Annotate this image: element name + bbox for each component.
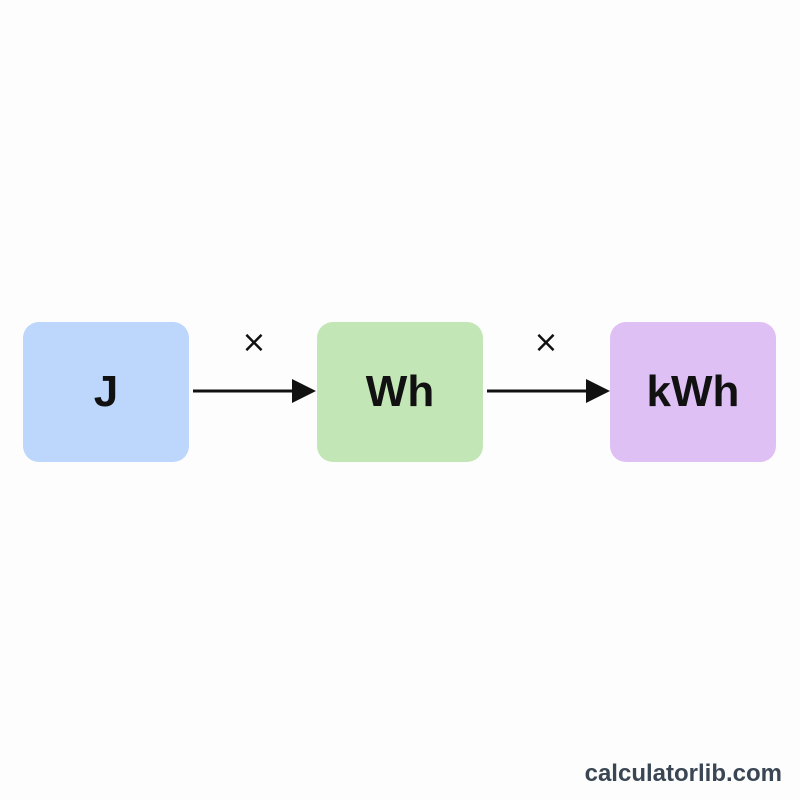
unit-label-kwh: kWh [646,367,740,416]
multiply-operator-2: × [533,325,559,360]
unit-node-wh: Wh [317,322,483,462]
unit-label-wh: Wh [365,367,435,416]
arrow-j-to-wh [193,379,316,403]
unit-node-j: J [23,322,189,462]
unit-label-j: J [93,367,119,416]
unit-node-kwh: kWh [610,322,776,462]
site-watermark: calculatorlib.com [584,760,782,787]
multiply-operator-1: × [241,325,267,360]
arrow-wh-to-kwh [487,379,610,403]
